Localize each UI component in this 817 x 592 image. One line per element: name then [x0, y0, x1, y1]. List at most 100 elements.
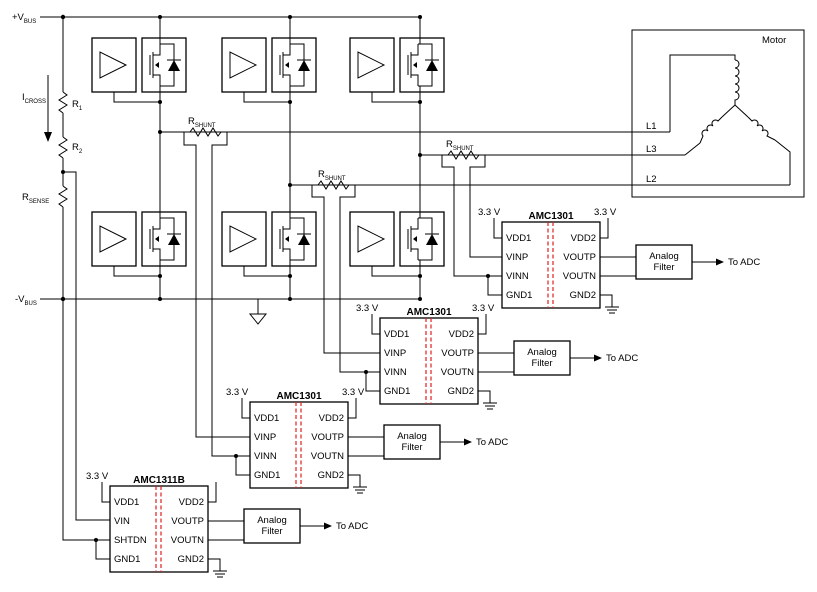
pin-label-left: VINN [254, 451, 277, 462]
rsense-label: RSENSE [22, 192, 49, 205]
pin-label-left: GND1 [506, 290, 532, 301]
supply-label-right: 3.3 V [342, 387, 365, 398]
pin-label-right: GND2 [318, 470, 344, 481]
pin-label-left: VDD1 [114, 497, 139, 508]
isolated-amplifier: AMC1301VDD1VINPVINNGND1VDD2VOUTPVOUTNGND… [478, 207, 760, 314]
rshunt-label-3: RSHUNT [446, 139, 474, 152]
fet-switch-box [141, 211, 187, 267]
pin-label-right: VOUTN [171, 535, 204, 546]
amplifier-chip-box [109, 485, 209, 573]
fet-switch-box [399, 37, 445, 93]
ground-icon [248, 299, 268, 325]
analog-filter-box [383, 424, 441, 460]
adc-output-label: To ADC [476, 437, 508, 448]
half-bridge-cell [221, 132, 317, 301]
icross-label: ICROSS [22, 92, 46, 105]
filter-label: Filter [653, 262, 674, 273]
diode-icon [168, 60, 180, 71]
pin-label-right: VDD2 [449, 329, 474, 340]
pin-label-right: VOUTP [441, 348, 474, 359]
pin-label-left: VDD1 [384, 329, 409, 340]
ground-icon [353, 481, 367, 494]
rshunt-label-1: RSHUNT [188, 116, 216, 129]
supply-label-left: 3.3 V [478, 207, 501, 218]
gate-driver-box [91, 37, 137, 93]
half-bridge-cell [91, 15, 187, 132]
divider-chain [44, 17, 68, 299]
pin-label-right: GND2 [570, 290, 596, 301]
pin-label-right: VDD2 [179, 497, 204, 508]
pin-label-right: VDD2 [319, 413, 344, 424]
supply-label-left: 3.3 V [226, 387, 249, 398]
adc-output-label: To ADC [728, 257, 760, 268]
filter-label: Filter [531, 358, 552, 369]
buffer-icon [357, 51, 386, 79]
pin-label-left: GND1 [254, 470, 280, 481]
filter-label: Analog [397, 431, 427, 442]
chip-name: AMC1301 [276, 391, 321, 402]
fet-switch-box [271, 211, 317, 267]
pin-label-left: GND1 [114, 554, 140, 565]
diode-icon [426, 234, 438, 245]
isolated-amplifier: AMC1301VDD1VINPVINNGND1VDD2VOUTPVOUTNGND… [356, 303, 638, 410]
filter-label: Filter [261, 526, 282, 537]
pin-label-right: VOUTN [563, 271, 596, 282]
shunt-resistors [189, 127, 480, 190]
pin-label-left: VINP [254, 432, 276, 443]
isolated-amplifiers: AMC1301VDD1VINPVINNGND1VDD2VOUTPVOUTNGND… [86, 207, 760, 578]
buffer-icon [229, 225, 258, 253]
ground-icon [483, 397, 497, 410]
supply-label-right: 3.3 V [594, 207, 617, 218]
pin-label-left: VINN [384, 367, 407, 378]
pin-label-left: VINN [506, 271, 529, 282]
pin-label-right: VOUTN [311, 451, 344, 462]
diode-icon [426, 60, 438, 71]
arrow-right-icon [594, 354, 602, 362]
vbus-pos-label: +VBUS [12, 12, 36, 25]
pin-label-right: VDD2 [571, 233, 596, 244]
pin-label-left: VINP [506, 252, 528, 263]
phase-l2-label: L2 [646, 174, 657, 185]
pin-label-left: VDD1 [254, 413, 279, 424]
fet-switch-box [399, 211, 445, 267]
pin-label-left: VIN [114, 516, 130, 527]
isolated-amplifier: AMC1311BVDD1VINSHTDNGND1VDD2VOUTPVOUTNGN… [86, 471, 368, 578]
amplifier-chip-box [501, 221, 601, 309]
inverter-bridge [91, 15, 445, 325]
supply-label-right: 3.3 V [472, 303, 495, 314]
arrow-right-icon [716, 258, 724, 266]
gate-driver-box [91, 211, 137, 267]
filter-label: Filter [401, 442, 422, 453]
supply-label-left: 3.3 V [356, 303, 379, 314]
phase-l3-label: L3 [646, 144, 657, 155]
r2-label: R2 [72, 142, 83, 155]
supply-label-left: 3.3 V [86, 471, 109, 482]
ground-icon [605, 301, 619, 314]
gate-driver-box [221, 37, 267, 93]
adc-output-label: To ADC [336, 521, 368, 532]
motor [631, 29, 805, 198]
isolated-amplifier: AMC1301VDD1VINPVINNGND1VDD2VOUTPVOUTNGND… [226, 387, 508, 494]
buffer-icon [99, 51, 128, 79]
diode-icon [298, 60, 310, 71]
gate-driver-box [221, 211, 267, 267]
half-bridge-cell [91, 132, 187, 301]
ground-icon [213, 565, 227, 578]
pin-label-right: VOUTP [563, 252, 596, 263]
filter-label: Analog [649, 251, 679, 262]
chip-name: AMC1301 [528, 211, 573, 222]
chip-name: AMC1311B [133, 475, 185, 486]
gate-driver-box [349, 37, 395, 93]
r1-label: R1 [72, 99, 83, 112]
pin-label-right: GND2 [448, 386, 474, 397]
diode-icon [298, 234, 310, 245]
arrow-right-icon [324, 522, 332, 530]
phase-wires [158, 54, 791, 187]
buffer-icon [229, 51, 258, 79]
arrow-right-icon [464, 438, 472, 446]
half-bridge-cell [349, 132, 445, 301]
motor-label: Motor [762, 35, 786, 46]
pin-label-left: GND1 [384, 386, 410, 397]
buffer-icon [357, 225, 386, 253]
